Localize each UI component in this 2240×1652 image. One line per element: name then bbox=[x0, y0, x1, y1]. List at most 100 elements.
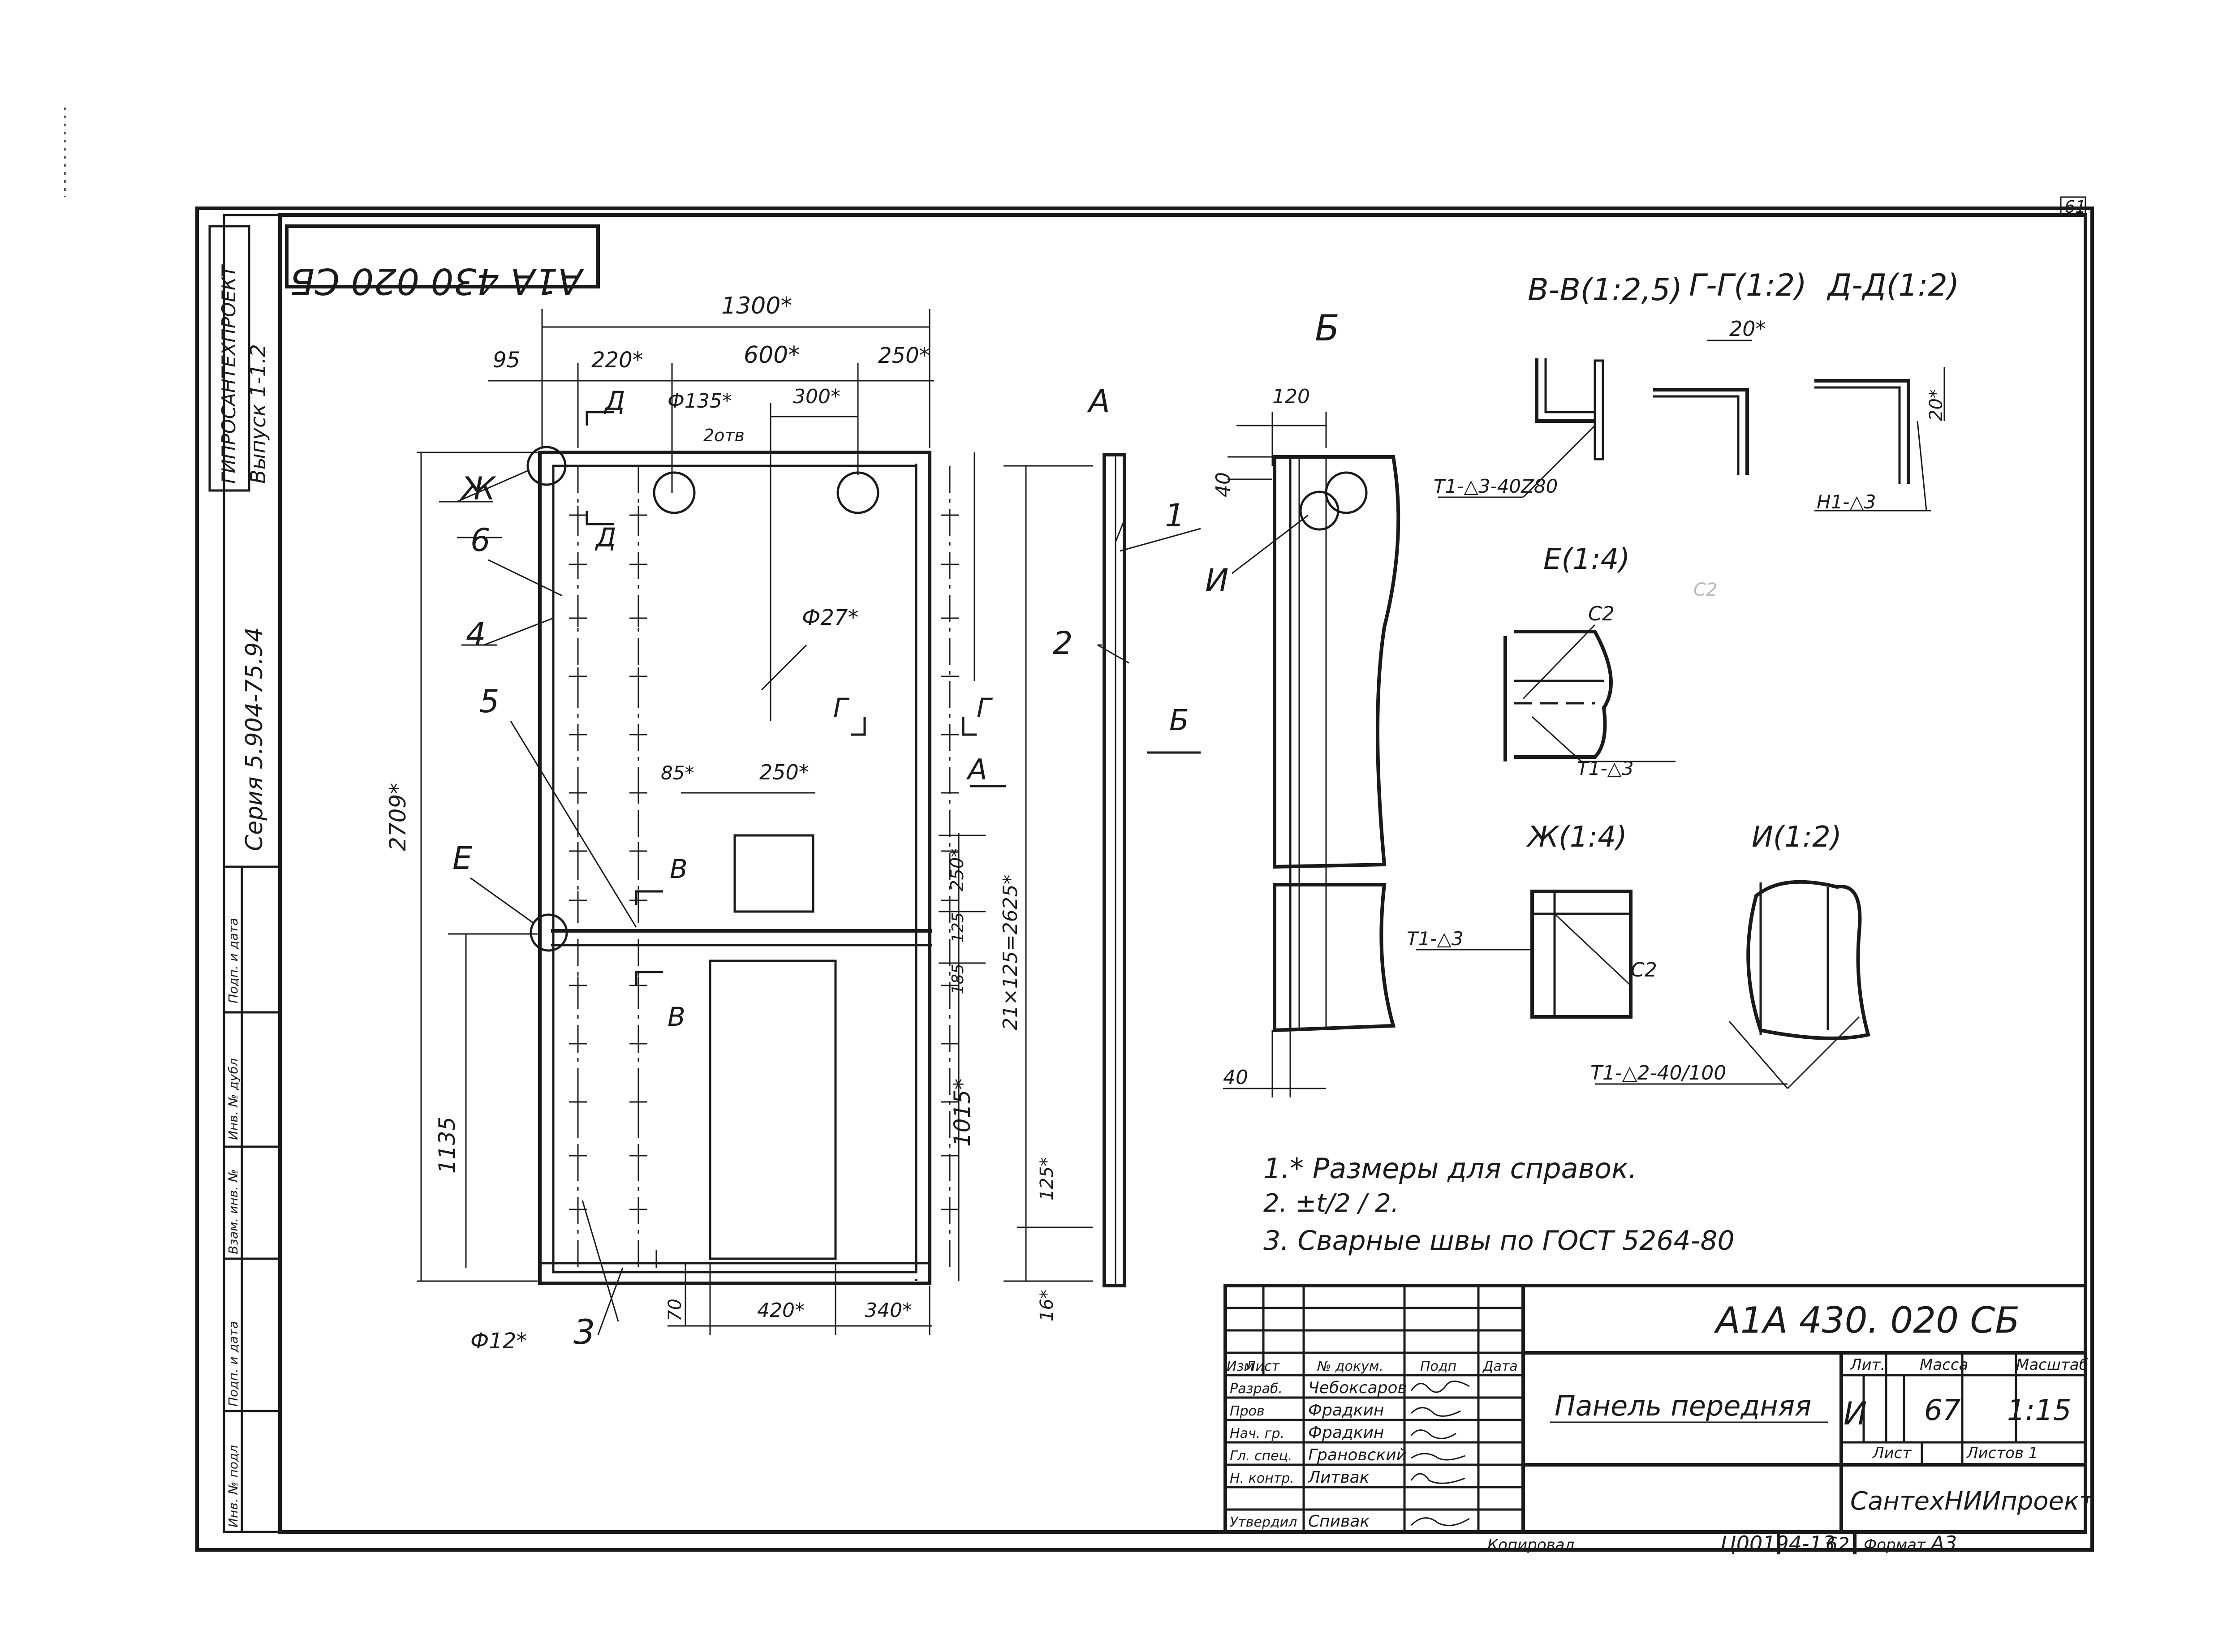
title-designation: А1А 430. 020 СБ bbox=[1714, 1299, 2020, 1341]
view-b-label: Б bbox=[1315, 307, 1340, 349]
dim-340: 340* bbox=[865, 1299, 912, 1322]
section-v-bottom: В bbox=[668, 1002, 685, 1032]
strip-cell-5: Инв. № подл bbox=[226, 1445, 241, 1527]
role-1-name: Чебоксаров bbox=[1308, 1379, 1407, 1397]
format-label: Формат bbox=[1864, 1536, 1926, 1554]
sheet-label: Лист bbox=[1872, 1444, 1912, 1462]
strip-cell-2: Инв. № дубл bbox=[226, 1058, 241, 1140]
callout-circle-e bbox=[530, 913, 568, 952]
detail-zh-title: Ж(1:4) bbox=[1526, 821, 1627, 854]
dim-2709: 2709* bbox=[385, 783, 411, 851]
section-d-top: Д bbox=[603, 386, 625, 416]
ghost-c2: С2 bbox=[1693, 580, 1717, 600]
issue-text: Выпуск 1-1.2 bbox=[246, 344, 270, 484]
role-2: Пров bbox=[1230, 1403, 1265, 1419]
stamp-text: ГИПРОСАНТЕХПРОЕКТ bbox=[218, 264, 240, 484]
detail-gg-title: Г-Г(1:2) bbox=[1689, 268, 1807, 303]
head-list: Лист bbox=[1245, 1359, 1280, 1374]
weld-dd: Н1-△3 bbox=[1817, 491, 1876, 513]
bolt-marks bbox=[569, 506, 959, 1218]
dim-holes2: 2отв bbox=[703, 426, 745, 445]
series-text: Серия 5.904-75.94 bbox=[241, 628, 268, 851]
dim-185: 185 bbox=[949, 964, 967, 994]
dim-1135: 1135 bbox=[434, 1117, 460, 1174]
callout-1: 1 bbox=[1165, 497, 1185, 534]
callout-circle-zh bbox=[526, 446, 567, 486]
callout-5: 5 bbox=[479, 683, 500, 720]
view-b-dim-40: 40 bbox=[1212, 472, 1235, 497]
weld-zh: Т1-△3 bbox=[1407, 928, 1464, 950]
dim-250-mid: 250* bbox=[759, 760, 809, 784]
copied-label: Копировал bbox=[1487, 1536, 1574, 1554]
view-b-dim-120: 120 bbox=[1272, 385, 1310, 408]
callout-4: 4 bbox=[466, 616, 486, 653]
weld-vv: Т1-△3-40Z80 bbox=[1434, 475, 1558, 497]
hole-right bbox=[836, 471, 879, 514]
callout-leaders bbox=[439, 469, 1201, 1335]
sheet-number: 62 bbox=[1826, 1533, 1849, 1555]
view-b-hole bbox=[1325, 471, 1368, 514]
section-markers bbox=[586, 411, 1201, 985]
callout-6: 6 bbox=[470, 522, 491, 559]
head-date: Дата bbox=[1482, 1359, 1518, 1374]
weld-zh-c2: С2 bbox=[1631, 959, 1657, 981]
note-3: 3. Сварные швы по ГОСТ 5264-80 bbox=[1263, 1225, 1735, 1256]
inventory-number: Ц00194-13 bbox=[1720, 1532, 1835, 1556]
callout-2: 2 bbox=[1053, 625, 1073, 662]
rotated-designation: А1А 430 020 СБ bbox=[290, 260, 585, 302]
dim-300: 300* bbox=[793, 385, 840, 408]
head-sign: Подп bbox=[1420, 1359, 1456, 1374]
signatures bbox=[1410, 1381, 1470, 1527]
organization: СантехНИИпроект bbox=[1850, 1487, 2094, 1516]
role-4: Гл. спец. bbox=[1230, 1448, 1292, 1464]
role-5-name: Литвак bbox=[1307, 1468, 1370, 1487]
dim-85: 85* bbox=[661, 762, 694, 784]
corner-sheet-number: 61 bbox=[2064, 197, 2086, 217]
rotated-designation-box: А1А 430 020 СБ bbox=[285, 224, 600, 302]
callout-zh: Ж bbox=[460, 470, 496, 507]
title-block: А1А 430. 020 СБ Панель передняя Лит. Мас… bbox=[1223, 1284, 2094, 1534]
hole-left bbox=[653, 471, 696, 514]
callout-circle-i bbox=[1299, 490, 1340, 531]
view-b-dim-40b: 40 bbox=[1223, 1066, 1248, 1089]
strip-cell-1: Подп. и дата bbox=[226, 918, 241, 1003]
role-4-name: Грановский bbox=[1308, 1446, 1407, 1464]
note-2: 2. ±t/2 / 2. bbox=[1263, 1189, 1399, 1218]
role-3: Нач. гр. bbox=[1230, 1426, 1284, 1441]
dim-21x125: 21×125=2625* bbox=[999, 874, 1022, 1030]
dim-95: 95 bbox=[493, 348, 520, 373]
dim-phi12: Ф12* bbox=[470, 1329, 527, 1354]
detail-vv-title: В-В(1:2,5) bbox=[1528, 272, 1682, 308]
scale-value: 1:15 bbox=[2007, 1394, 2072, 1427]
dim-250-top: 250* bbox=[878, 343, 930, 368]
sheets-label: Листов 1 bbox=[1966, 1444, 2038, 1462]
section-a-arrow: А bbox=[966, 753, 987, 787]
view-a-label: А bbox=[1087, 383, 1110, 420]
weld-e-c2: С2 bbox=[1588, 602, 1615, 625]
view-b-callout-i: И bbox=[1205, 562, 1228, 599]
section-g-right: Г bbox=[977, 693, 993, 723]
section-v-top: В bbox=[670, 854, 688, 884]
head-izm: Изм bbox=[1227, 1359, 1254, 1374]
main-view: 1300* 95 220* 600* 250* 300* Ф135* 2отв … bbox=[385, 293, 1201, 1354]
dim-1015: 1015* bbox=[949, 1079, 975, 1147]
dim-phi27: Ф27* bbox=[802, 605, 858, 630]
title-name: Панель передняя bbox=[1555, 1390, 1811, 1422]
role-6-name: Спивак bbox=[1308, 1512, 1370, 1531]
section-g-left: Г bbox=[833, 693, 850, 723]
detail-dd-title: Д-Д(1:2) bbox=[1826, 268, 1959, 303]
dim-600: 600* bbox=[744, 342, 800, 369]
lit-label: Лит. bbox=[1849, 1356, 1885, 1374]
strip-cell-3: Взам. инв. № bbox=[226, 1169, 241, 1254]
dimension-lines bbox=[417, 309, 1093, 1335]
role-5: Н. контр. bbox=[1230, 1471, 1294, 1486]
role-3-name: Фрадкин bbox=[1308, 1424, 1384, 1442]
dim-250-right: 250* bbox=[947, 848, 968, 891]
bottom-strip: Копировал Ц00194-13 62 Формат А3 bbox=[1487, 1532, 1957, 1556]
weld-i: Т1-△2-40/100 bbox=[1590, 1062, 1726, 1084]
dim-125: 125 bbox=[949, 912, 967, 943]
dim-220: 220* bbox=[591, 348, 643, 373]
gg-dim: 20* bbox=[1729, 317, 1766, 341]
strip-cell-4: Подп. и дата bbox=[226, 1321, 241, 1407]
